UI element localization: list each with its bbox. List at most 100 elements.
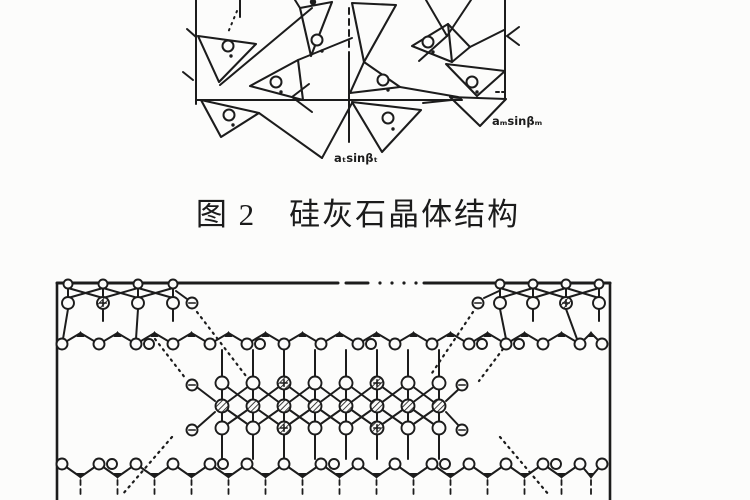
atom-circle: [462, 337, 476, 351]
atom-circle: [550, 458, 562, 470]
atom-circle: [351, 457, 365, 471]
atom-dots: [229, 0, 479, 131]
tetrahedron: [199, 98, 261, 139]
atom-circle: [595, 457, 609, 471]
atom-circle: [421, 35, 435, 49]
atom-circle: [431, 375, 447, 391]
atom-circle: [240, 457, 254, 471]
atom-circle: [61, 296, 75, 310]
atom-circle: [214, 375, 230, 391]
atom-hatched-circle: [245, 398, 261, 414]
chain-junctions: [76, 331, 595, 479]
atom-circle: [499, 337, 513, 351]
atom-circle: [425, 457, 439, 471]
tetrahedron: [350, 1, 398, 64]
tetrahedron: [350, 100, 423, 154]
atom-circle: [97, 278, 109, 290]
atom-hatched-circle: [369, 398, 385, 414]
atom-circle: [381, 111, 395, 125]
atom-circle: [55, 337, 69, 351]
atom-circle: [245, 420, 261, 436]
atom-circle: [314, 337, 328, 351]
tetrahedron: [248, 58, 305, 102]
tetrahedron: [444, 62, 507, 98]
atom-circle: [240, 337, 254, 351]
atom-circle: [593, 278, 605, 290]
tetrahedron: [298, 0, 334, 58]
atom-circle: [573, 337, 587, 351]
tetrahedra-outlines: [196, 0, 508, 154]
atom-circle: [310, 33, 324, 47]
atom-circle: [217, 458, 229, 470]
atom-circle: [465, 75, 479, 89]
tetrahedra-atoms: [221, 33, 479, 125]
atom-circle: [328, 458, 340, 470]
atom-circle: [143, 338, 155, 350]
atom-circle: [221, 39, 235, 53]
atom-circle: [365, 338, 377, 350]
atom-circle: [431, 420, 447, 436]
atom-circle: [388, 457, 402, 471]
atom-hatched-circle: [400, 398, 416, 414]
atom-circle: [338, 375, 354, 391]
atom-circle: [462, 457, 476, 471]
unit-cell-and-bond-lines: [182, 0, 520, 159]
atom-circle: [166, 296, 180, 310]
top-figure-svg: aₘsinβₘ aₜsinβₜ: [182, 0, 542, 165]
atom-circle: [425, 337, 439, 351]
atom-circle: [499, 457, 513, 471]
axis-arrow-icon: [505, 26, 520, 46]
atom-hatched-circle: [338, 398, 354, 414]
atom-symbols: [99, 298, 571, 433]
atom-circle: [129, 337, 143, 351]
atom-circle: [376, 73, 390, 87]
bottom-figure-svg: [55, 278, 612, 500]
atom-circle: [400, 375, 416, 391]
atom-circle: [592, 296, 606, 310]
atom-circle: [338, 420, 354, 436]
atom-circle: [129, 457, 143, 471]
atom-circle: [92, 457, 106, 471]
label-am-sin-bm: aₘsinβₘ: [492, 114, 542, 128]
atom-circle: [494, 278, 506, 290]
atom-circle: [439, 458, 451, 470]
atom-circle: [203, 337, 217, 351]
atom-circle: [106, 458, 118, 470]
atom-circle: [222, 108, 236, 122]
atom-circle: [560, 278, 572, 290]
atom-circle: [167, 278, 179, 290]
atom-circle: [351, 337, 365, 351]
atom-circle: [166, 457, 180, 471]
atom-circle: [131, 296, 145, 310]
atom-hatched-circle: [307, 398, 323, 414]
tetrahedron: [348, 60, 402, 95]
atom-circle: [493, 296, 507, 310]
atom-circle: [595, 337, 609, 351]
atom-circle: [203, 457, 217, 471]
atom-circle: [536, 457, 550, 471]
atom-circle: [476, 338, 488, 350]
atom-circle: [269, 75, 283, 89]
atom-circle: [62, 278, 74, 290]
atom-hatched-circle: [214, 398, 230, 414]
atom-circle: [513, 338, 525, 350]
atom-circle: [132, 278, 144, 290]
tetrahedron: [410, 22, 454, 64]
atom-circle: [400, 420, 416, 436]
atom-circle: [526, 296, 540, 310]
atom-circle: [307, 375, 323, 391]
atom-circle: [55, 457, 69, 471]
atom-hatched-circle: [431, 398, 447, 414]
atom-circle: [388, 337, 402, 351]
atom-circle: [277, 457, 291, 471]
atom-circle: [166, 337, 180, 351]
atom-hatched-circle: [276, 398, 292, 414]
label-at-sin-bt: aₜsinβₜ: [334, 151, 378, 165]
atom-circle: [527, 278, 539, 290]
atom-circle: [307, 420, 323, 436]
atom-circle: [573, 457, 587, 471]
atom-circle: [314, 457, 328, 471]
tetrahedron: [448, 95, 508, 128]
atom-circle: [277, 337, 291, 351]
